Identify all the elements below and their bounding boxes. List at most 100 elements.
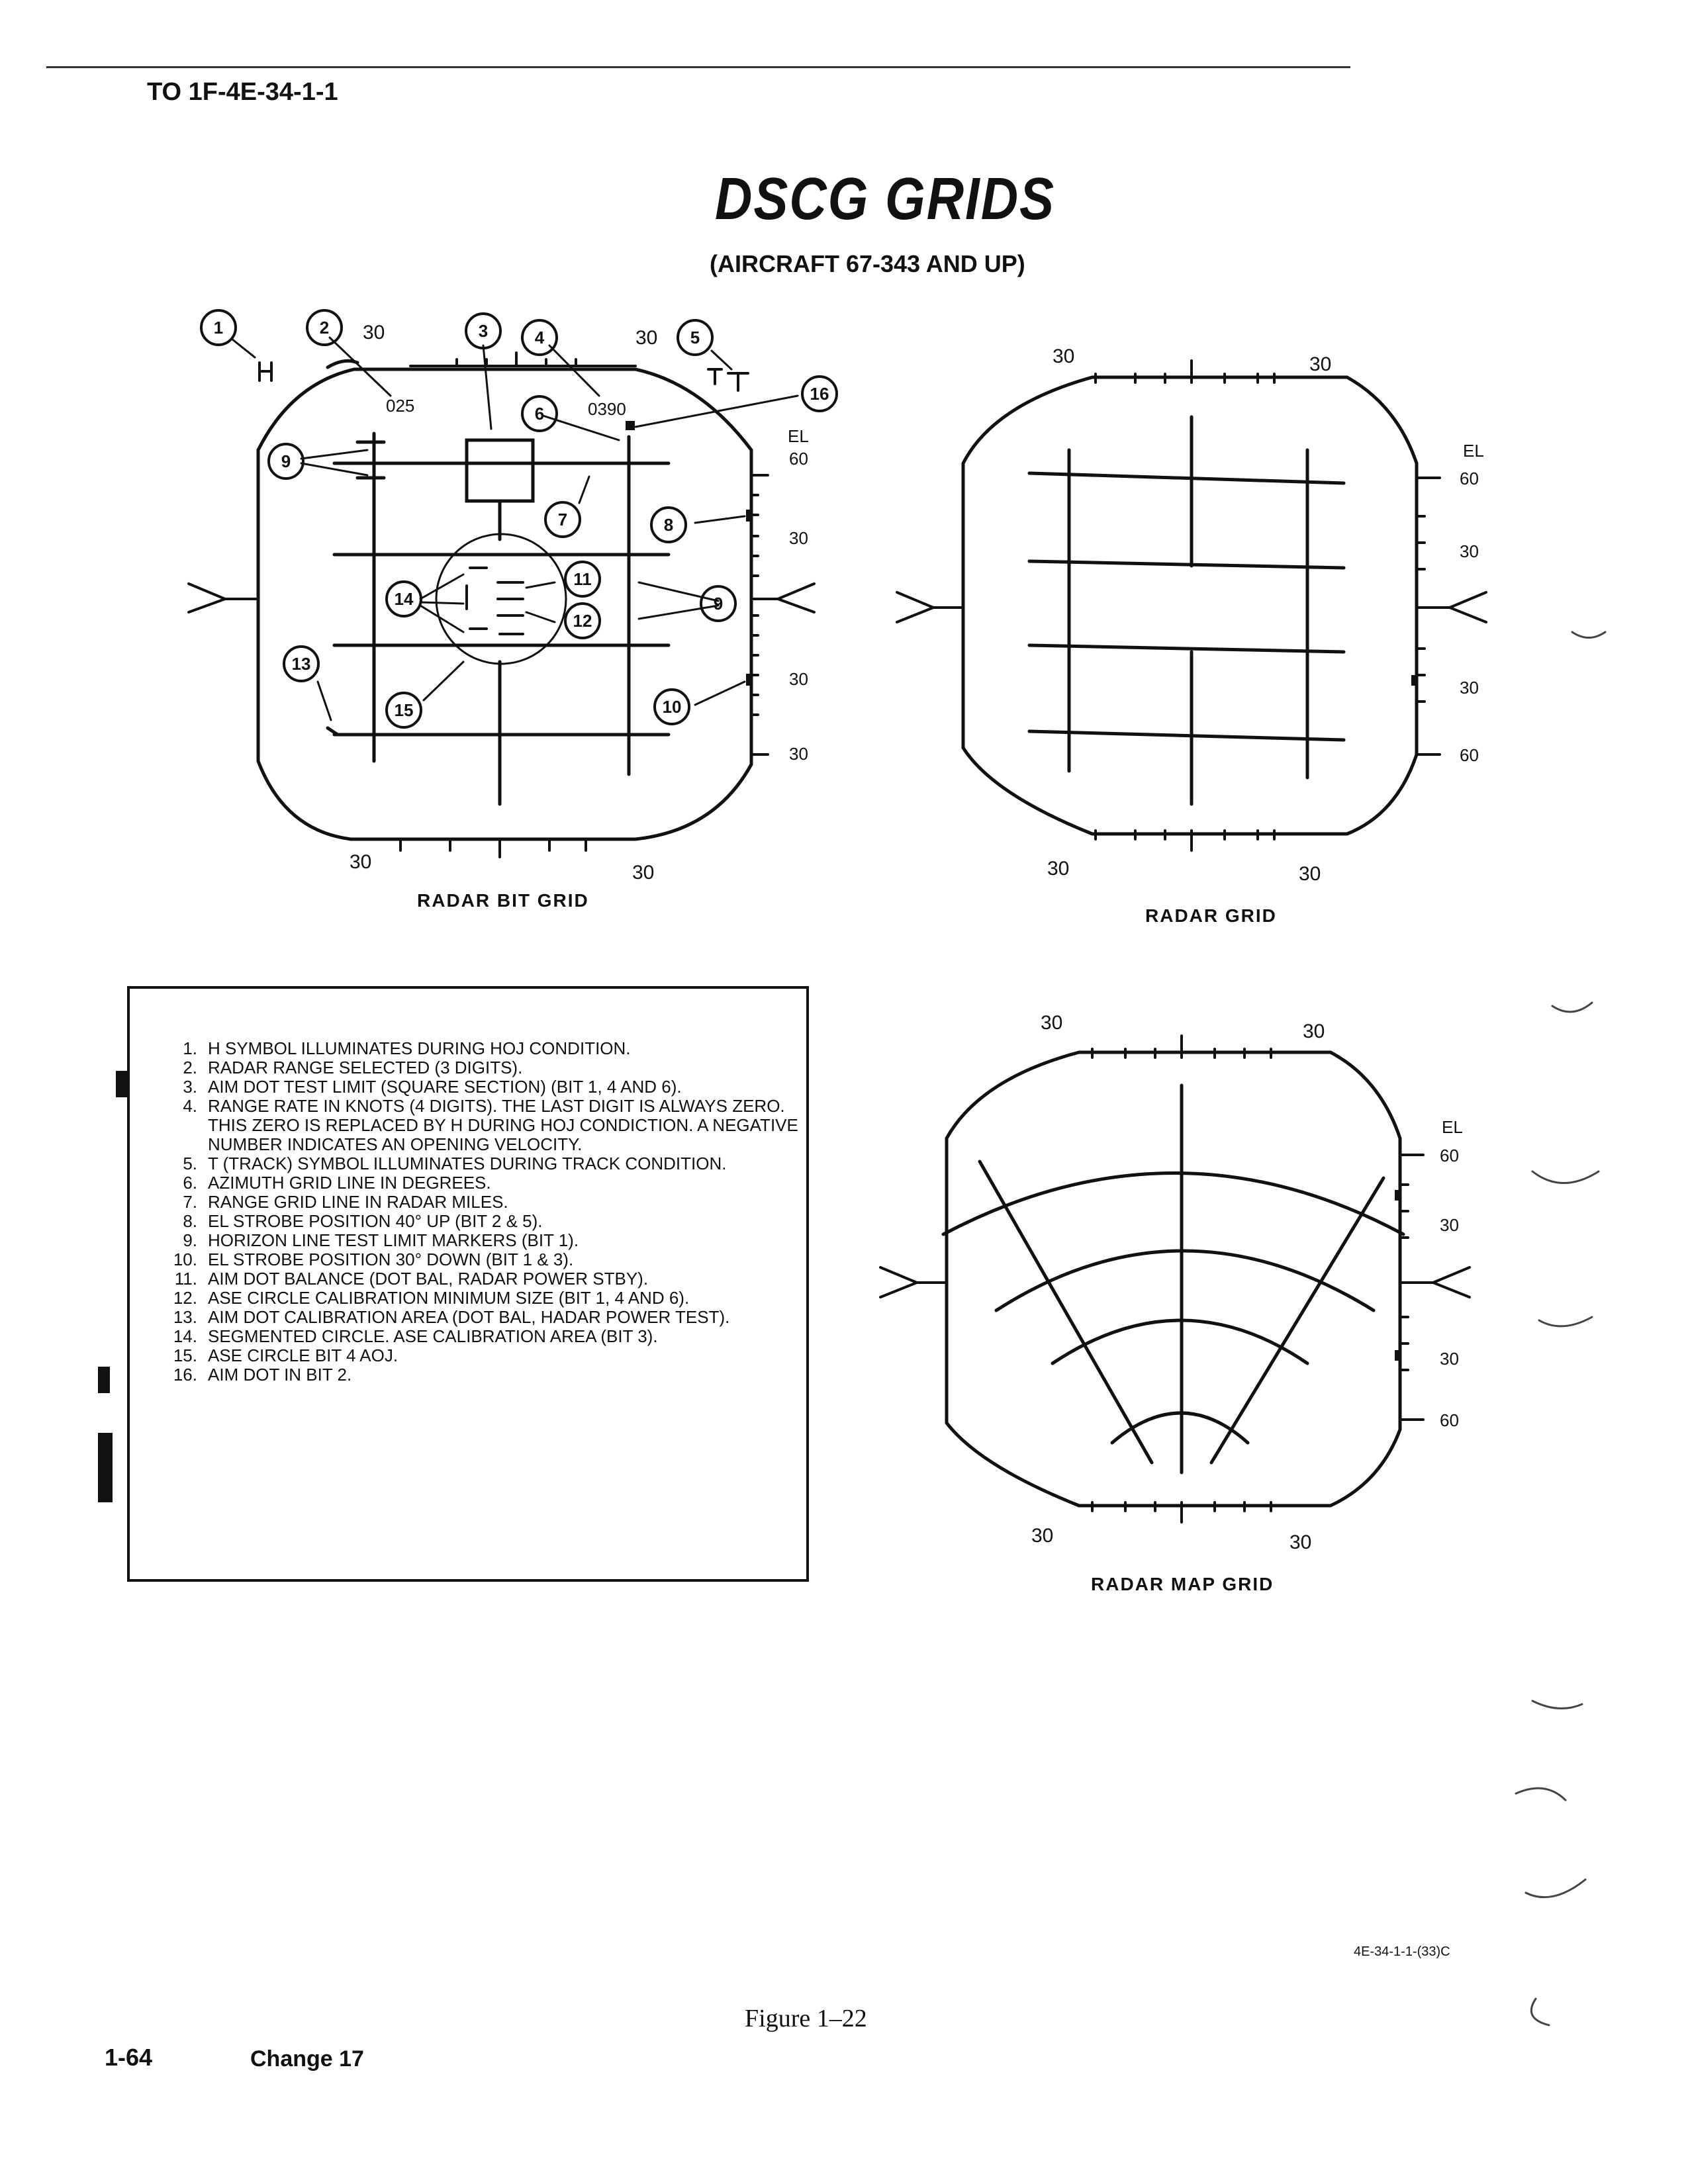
radar-grid-horizon-markers: [896, 591, 1487, 623]
radar-bit-grid-caption: RADAR BIT GRID: [417, 890, 589, 911]
map-el-tick-label: 30: [1440, 1215, 1459, 1235]
radar-grid-caption: RADAR GRID: [1145, 905, 1277, 926]
callout-number: 9: [714, 594, 723, 614]
callout-number: 7: [558, 510, 567, 529]
map-bottom-right-value: 30: [1289, 1531, 1311, 1553]
radar-grid-ticks: [1094, 359, 1441, 852]
change-bar: [116, 1071, 128, 1097]
radar-bottom-right-value: 30: [1299, 863, 1321, 885]
radar-bit-grid-lines: [332, 432, 671, 806]
callout-numbers: 1 2 3 4 5 6 7 8 9 9 10 11 12 13 14 15 16: [214, 318, 829, 720]
radar-map-grid-horizon-markers: [879, 1266, 1471, 1298]
bit-grid-el-scale: [750, 474, 769, 756]
legend-item: 8.EL STROBE POSITION 40° UP (BIT 2 & 5).: [183, 1211, 543, 1231]
h-symbol: [258, 361, 273, 382]
map-el-label: EL: [1442, 1117, 1463, 1137]
radar-map-grid-caption: RADAR MAP GRID: [1091, 1574, 1274, 1594]
legend-list: 1.H SYMBOL ILLUMINATES DURING HOJ CONDIT…: [156, 1039, 818, 1385]
callout-leaders: [230, 336, 799, 721]
bit-el-tick-label: 30: [789, 744, 808, 764]
legend-item: 5.T (TRACK) SYMBOL ILLUMINATES DURING TR…: [183, 1154, 727, 1173]
callout-number: 4: [535, 328, 545, 347]
document-id: TO 1F-4E-34-1-1: [147, 78, 338, 106]
legend-item: 3.AIM DOT TEST LIMIT (SQUARE SECTION) (B…: [183, 1077, 682, 1097]
bit-el-tick-label: 60: [789, 449, 808, 469]
map-top-left-value: 30: [1041, 1012, 1062, 1034]
radar-top-right-value: 30: [1309, 353, 1331, 375]
legend-item: 13.AIM DOT CALIBRATION AREA (DOT BAL, HA…: [173, 1307, 730, 1327]
legend-item: 16.AIM DOT IN BIT 2.: [173, 1365, 352, 1385]
callout-number: 10: [663, 697, 682, 717]
callout-number: 2: [320, 318, 329, 338]
segmented-circle: [465, 567, 524, 635]
illustration-id: 4E-34-1-1-(33)C: [1354, 1944, 1450, 1959]
radar-top-left-value: 30: [1053, 345, 1074, 367]
callout-number: 11: [573, 569, 592, 589]
filled-markers: [626, 421, 1418, 1361]
page-title: DSCG GRIDS: [715, 165, 1056, 232]
legend-item: 14.SEGMENTED CIRCLE. ASE CALIBRATION ARE…: [173, 1326, 658, 1346]
legend-box: 1.H SYMBOL ILLUMINATES DURING HOJ CONDIT…: [127, 986, 809, 1582]
callout-number: 16: [810, 384, 829, 404]
radar-el-tick-label: 30: [1460, 541, 1479, 561]
top-rule: [46, 66, 1350, 68]
legend-item: 10.EL STROBE POSITION 30° DOWN (BIT 1 & …: [173, 1250, 574, 1269]
page-number: 1-64: [105, 2044, 153, 2071]
legend-item: 7.RANGE GRID LINE IN RADAR MILES.: [183, 1192, 508, 1212]
bit-bottom-right-value: 30: [632, 862, 654, 884]
radar-el-label: EL: [1463, 441, 1484, 461]
legend-item: 6.AZIMUTH GRID LINE IN DEGREES.: [183, 1173, 491, 1193]
callout-number: 6: [535, 404, 544, 424]
page-subtitle: (AIRCRAFT 67-343 AND UP): [710, 250, 1025, 277]
callout-number: 8: [664, 515, 673, 535]
callout-circles: [200, 309, 838, 729]
legend-item: 2.RADAR RANGE SELECTED (3 DIGITS).: [183, 1058, 523, 1077]
radar-grid-labels: 30 30 EL 60 30 30 60 30 30: [1047, 345, 1484, 885]
legend-item: 1.H SYMBOL ILLUMINATES DURING HOJ CONDIT…: [183, 1038, 631, 1058]
legend-item: 15.ASE CIRCLE BIT 4 AOJ.: [173, 1345, 399, 1365]
t-symbol: [727, 372, 749, 392]
bit-grid-top-ticks: [409, 351, 723, 385]
map-grid-labels: 30 30 EL 60 30 30 60 30 30: [1031, 1012, 1463, 1553]
radar-el-tick-label: 60: [1460, 745, 1479, 765]
map-top-right-value: 30: [1303, 1021, 1325, 1042]
radar-map-grid-frame: [945, 1050, 1402, 1508]
legend-item: 11.AIM DOT BALANCE (DOT BAL, RADAR POWER…: [174, 1269, 649, 1289]
legend-item: 12.ASE CIRCLE CALIBRATION MINIMUM SIZE (…: [173, 1288, 690, 1308]
radar-map-grid-lines: [941, 1083, 1405, 1475]
change-bar: [98, 1433, 113, 1502]
callout-number: 9: [281, 451, 291, 471]
bit-grid-labels: 30 30 025 0390 EL 60 30 30 30 30 30: [350, 322, 809, 884]
margin-edge-marks: [1515, 631, 1607, 2026]
radar-map-grid-ticks: [1091, 1034, 1425, 1524]
radar-grid-lines: [1027, 415, 1346, 806]
map-el-tick-label: 60: [1440, 1410, 1459, 1430]
change-number: Change 17: [250, 2046, 364, 2071]
callout-number: 13: [292, 654, 311, 674]
range-readout: 025: [386, 396, 414, 416]
radar-el-tick-label: 30: [1460, 678, 1479, 698]
map-bottom-left-value: 30: [1031, 1525, 1053, 1547]
bit-bottom-left-value: 30: [350, 851, 371, 873]
bit-el-tick-label: 30: [789, 669, 808, 689]
callout-number: 5: [690, 328, 700, 347]
legend-item: 4.RANGE RATE IN KNOTS (4 DIGITS). THE LA…: [183, 1096, 798, 1154]
bit-el-tick-label: 30: [789, 528, 808, 548]
radar-grid-frame: [961, 375, 1419, 836]
map-el-tick-label: 60: [1440, 1146, 1459, 1165]
map-el-tick-label: 30: [1440, 1349, 1459, 1369]
bit-el-label: EL: [788, 426, 809, 446]
bit-top-right-value: 30: [635, 327, 657, 349]
callout-number: 12: [573, 611, 592, 631]
bit-grid-horizon-markers: [187, 582, 816, 614]
radar-bottom-left-value: 30: [1047, 858, 1069, 880]
legend-item: 9.HORIZON LINE TEST LIMIT MARKERS (BIT 1…: [183, 1230, 579, 1250]
radar-bit-grid-frame: [256, 367, 753, 841]
change-bar: [98, 1367, 110, 1393]
bit-top-left-value: 30: [363, 322, 385, 343]
callout-number: 14: [395, 589, 414, 609]
figure-label: Figure 1–22: [745, 2005, 867, 2032]
bit-grid-bottom-ticks: [399, 839, 587, 858]
callout-number: 3: [479, 321, 488, 341]
